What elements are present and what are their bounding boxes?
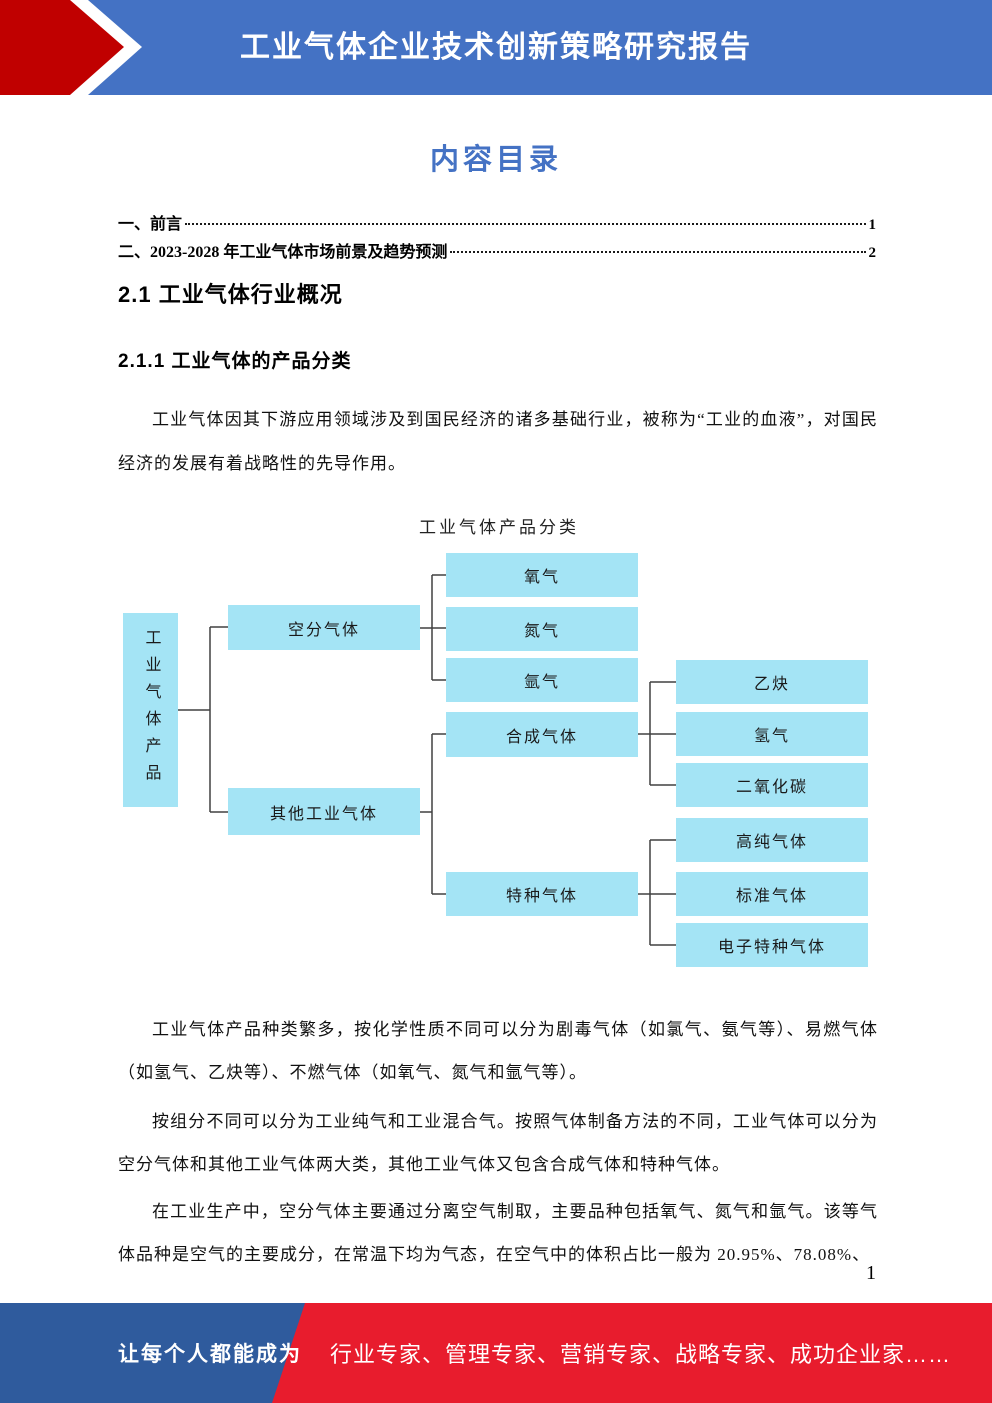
diagram-connector-lines xyxy=(178,574,676,946)
paragraph-composition-classes: 按组分不同可以分为工业纯气和工业混合气。按照气体制备方法的不同，工业气体可以分为… xyxy=(118,1112,878,1174)
paragraph-intro: 工业气体因其下游应用领域涉及到国民经济的诸多基础行业，被称为“工业的血液”，对国… xyxy=(118,410,878,473)
toc-title: 内容目录 xyxy=(429,144,562,176)
toc-leader-dots xyxy=(450,251,866,253)
diagram-node-argon: 氩气 xyxy=(446,658,638,702)
toc-list: 一、前言 1 二、2023-2028 年工业气体市场前景及趋势预测 2 xyxy=(118,210,876,266)
paragraph-chemical-classes: 工业气体产品种类繁多，按化学性质不同可以分为剧毒气体（如氯气、氨气等）、易燃气体… xyxy=(118,1020,878,1082)
diagram-node-acetylene: 乙炔 xyxy=(676,660,868,704)
toc-entry-label: 一、前言 xyxy=(118,216,183,233)
footer-slogan-left: 让每个人都能成为 xyxy=(118,1343,302,1366)
section-heading-2-1-1: 2.1.1 工业气体的产品分类 xyxy=(118,351,352,372)
page-number: 1 xyxy=(866,1262,876,1284)
paragraph-air-separation-detail: 在工业生产中，空分气体主要通过分离空气制取，主要品种包括氧气、氮气和氩气。该等气… xyxy=(118,1202,878,1264)
diagram-node-high-purity: 高纯气体 xyxy=(676,818,868,862)
diagram-node-syngas: 合成气体 xyxy=(446,712,638,757)
diagram-node-oxygen: 氧气 xyxy=(446,553,638,597)
toc-leader-dots xyxy=(185,223,866,225)
diagram-node-other-industrial: 其他工业气体 xyxy=(228,788,420,835)
section-heading-2-1: 2.1 工业气体行业概况 xyxy=(118,282,343,307)
diagram-node-hydrogen: 氢气 xyxy=(676,712,868,756)
header-arrow-icon xyxy=(0,0,142,95)
report-title: 工业气体企业技术创新策略研究报告 xyxy=(240,31,752,64)
product-classification-diagram: 工业气体产品分类 xyxy=(118,505,880,975)
toc-entry: 一、前言 1 xyxy=(118,210,876,238)
diagram-node-specialty: 特种气体 xyxy=(446,872,638,916)
toc-entry-page: 1 xyxy=(868,217,877,233)
toc-entry: 二、2023-2028 年工业气体市场前景及趋势预测 2 xyxy=(118,238,876,266)
toc-entry-label: 二、2023-2028 年工业气体市场前景及趋势预测 xyxy=(118,244,448,261)
footer-slogan-right: 行业专家、管理专家、营销专家、战略专家、成功企业家…… xyxy=(330,1342,952,1367)
diagram-node-co2: 二氧化碳 xyxy=(676,763,868,807)
diagram-node-air-separation: 空分气体 xyxy=(228,605,420,650)
toc-entry-page: 2 xyxy=(868,245,877,261)
diagram-node-standard: 标准气体 xyxy=(676,872,868,916)
report-header-banner: 工业气体企业技术创新策略研究报告 xyxy=(0,0,992,95)
footer-banner: 让每个人都能成为 行业专家、管理专家、营销专家、战略专家、成功企业家…… xyxy=(0,1303,992,1403)
diagram-title: 工业气体产品分类 xyxy=(419,518,579,537)
footer-blue-shape xyxy=(0,1303,305,1403)
diagram-node-electronic-specialty: 电子特种气体 xyxy=(676,923,868,967)
diagram-node-nitrogen: 氮气 xyxy=(446,607,638,651)
diagram-node-root: 工业气体产品 xyxy=(123,613,178,807)
